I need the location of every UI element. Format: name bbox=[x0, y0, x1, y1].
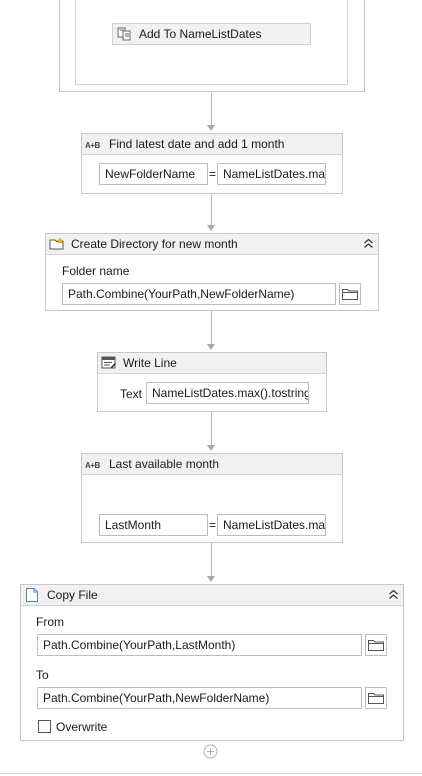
collapse-icon[interactable] bbox=[363, 238, 374, 252]
write-line-title: Write Line bbox=[123, 356, 177, 370]
write-line-header: Write Line bbox=[98, 353, 326, 374]
from-label: From bbox=[36, 615, 64, 629]
assign-title: Last available month bbox=[109, 457, 220, 471]
add-to-list-activity[interactable]: Add To NameListDates bbox=[112, 23, 311, 45]
add-to-list-label: Add To NameListDates bbox=[139, 27, 262, 41]
equals-sign: = bbox=[209, 518, 217, 532]
assign-to-field[interactable]: NewFolderName bbox=[99, 163, 208, 185]
assign-icon: A+B bbox=[85, 141, 100, 150]
folder-name-field[interactable]: Path.Combine(YourPath,NewFolderName) bbox=[62, 283, 336, 305]
file-icon bbox=[25, 587, 39, 603]
browse-folder-button[interactable] bbox=[339, 283, 361, 305]
equals-sign: = bbox=[209, 167, 217, 181]
copy-file-header: Copy File bbox=[21, 585, 403, 606]
overwrite-label: Overwrite bbox=[56, 720, 108, 734]
assign-last-month[interactable]: A+B Last available month LastMonth = Nam… bbox=[81, 453, 343, 543]
folder-browse-icon bbox=[368, 692, 384, 704]
to-label: To bbox=[36, 668, 49, 682]
connector-arrow bbox=[207, 125, 215, 131]
browse-to-button[interactable] bbox=[365, 687, 387, 709]
folder-name-label: Folder name bbox=[62, 264, 130, 278]
assign-value-field[interactable]: NameListDates.ma bbox=[217, 514, 326, 536]
assign-value-field[interactable]: NameListDates.ma bbox=[217, 163, 326, 185]
connector-arrow bbox=[207, 344, 215, 350]
overwrite-checkbox[interactable] bbox=[38, 720, 51, 733]
browse-from-button[interactable] bbox=[365, 634, 387, 656]
assign-header: A+B Last available month bbox=[82, 454, 342, 475]
connector-arrow bbox=[207, 445, 215, 451]
connector-line bbox=[211, 412, 212, 445]
copy-file-activity[interactable]: Copy File From Path.Combine(YourPath,Las… bbox=[20, 584, 404, 741]
create-directory-title: Create Directory for new month bbox=[71, 237, 238, 251]
create-directory-header: Create Directory for new month bbox=[46, 234, 378, 255]
write-line-activity[interactable]: Write Line Text NameListDates.max().tost… bbox=[97, 352, 327, 412]
assign-icon: A+B bbox=[85, 461, 100, 470]
to-path-field[interactable]: Path.Combine(YourPath,NewFolderName) bbox=[37, 687, 362, 709]
connector-line bbox=[211, 543, 212, 576]
collapse-icon[interactable] bbox=[388, 589, 399, 603]
folder-browse-icon bbox=[342, 288, 358, 300]
assign-title: Find latest date and add 1 month bbox=[109, 137, 285, 151]
create-directory-activity[interactable]: Create Directory for new month Folder na… bbox=[45, 233, 379, 311]
write-line-text-field[interactable]: NameListDates.max().tostring bbox=[146, 382, 309, 404]
write-line-icon bbox=[101, 356, 117, 370]
assign-header: A+B Find latest date and add 1 month bbox=[82, 134, 342, 155]
canvas-bottom-border bbox=[0, 773, 422, 774]
text-label: Text bbox=[120, 387, 143, 401]
connector-arrow bbox=[207, 225, 215, 231]
connector-line bbox=[211, 93, 212, 125]
collection-add-icon bbox=[117, 26, 133, 42]
connector-line bbox=[211, 194, 212, 225]
assign-find-latest[interactable]: A+B Find latest date and add 1 month New… bbox=[81, 133, 343, 194]
connector-arrow bbox=[207, 576, 215, 582]
copy-file-title: Copy File bbox=[47, 588, 98, 602]
plus-circle-icon[interactable] bbox=[203, 744, 218, 759]
assign-to-field[interactable]: LastMonth bbox=[99, 514, 208, 536]
connector-line bbox=[211, 311, 212, 344]
from-path-field[interactable]: Path.Combine(YourPath,LastMonth) bbox=[37, 634, 362, 656]
folder-browse-icon bbox=[368, 639, 384, 651]
folder-icon bbox=[49, 237, 65, 251]
